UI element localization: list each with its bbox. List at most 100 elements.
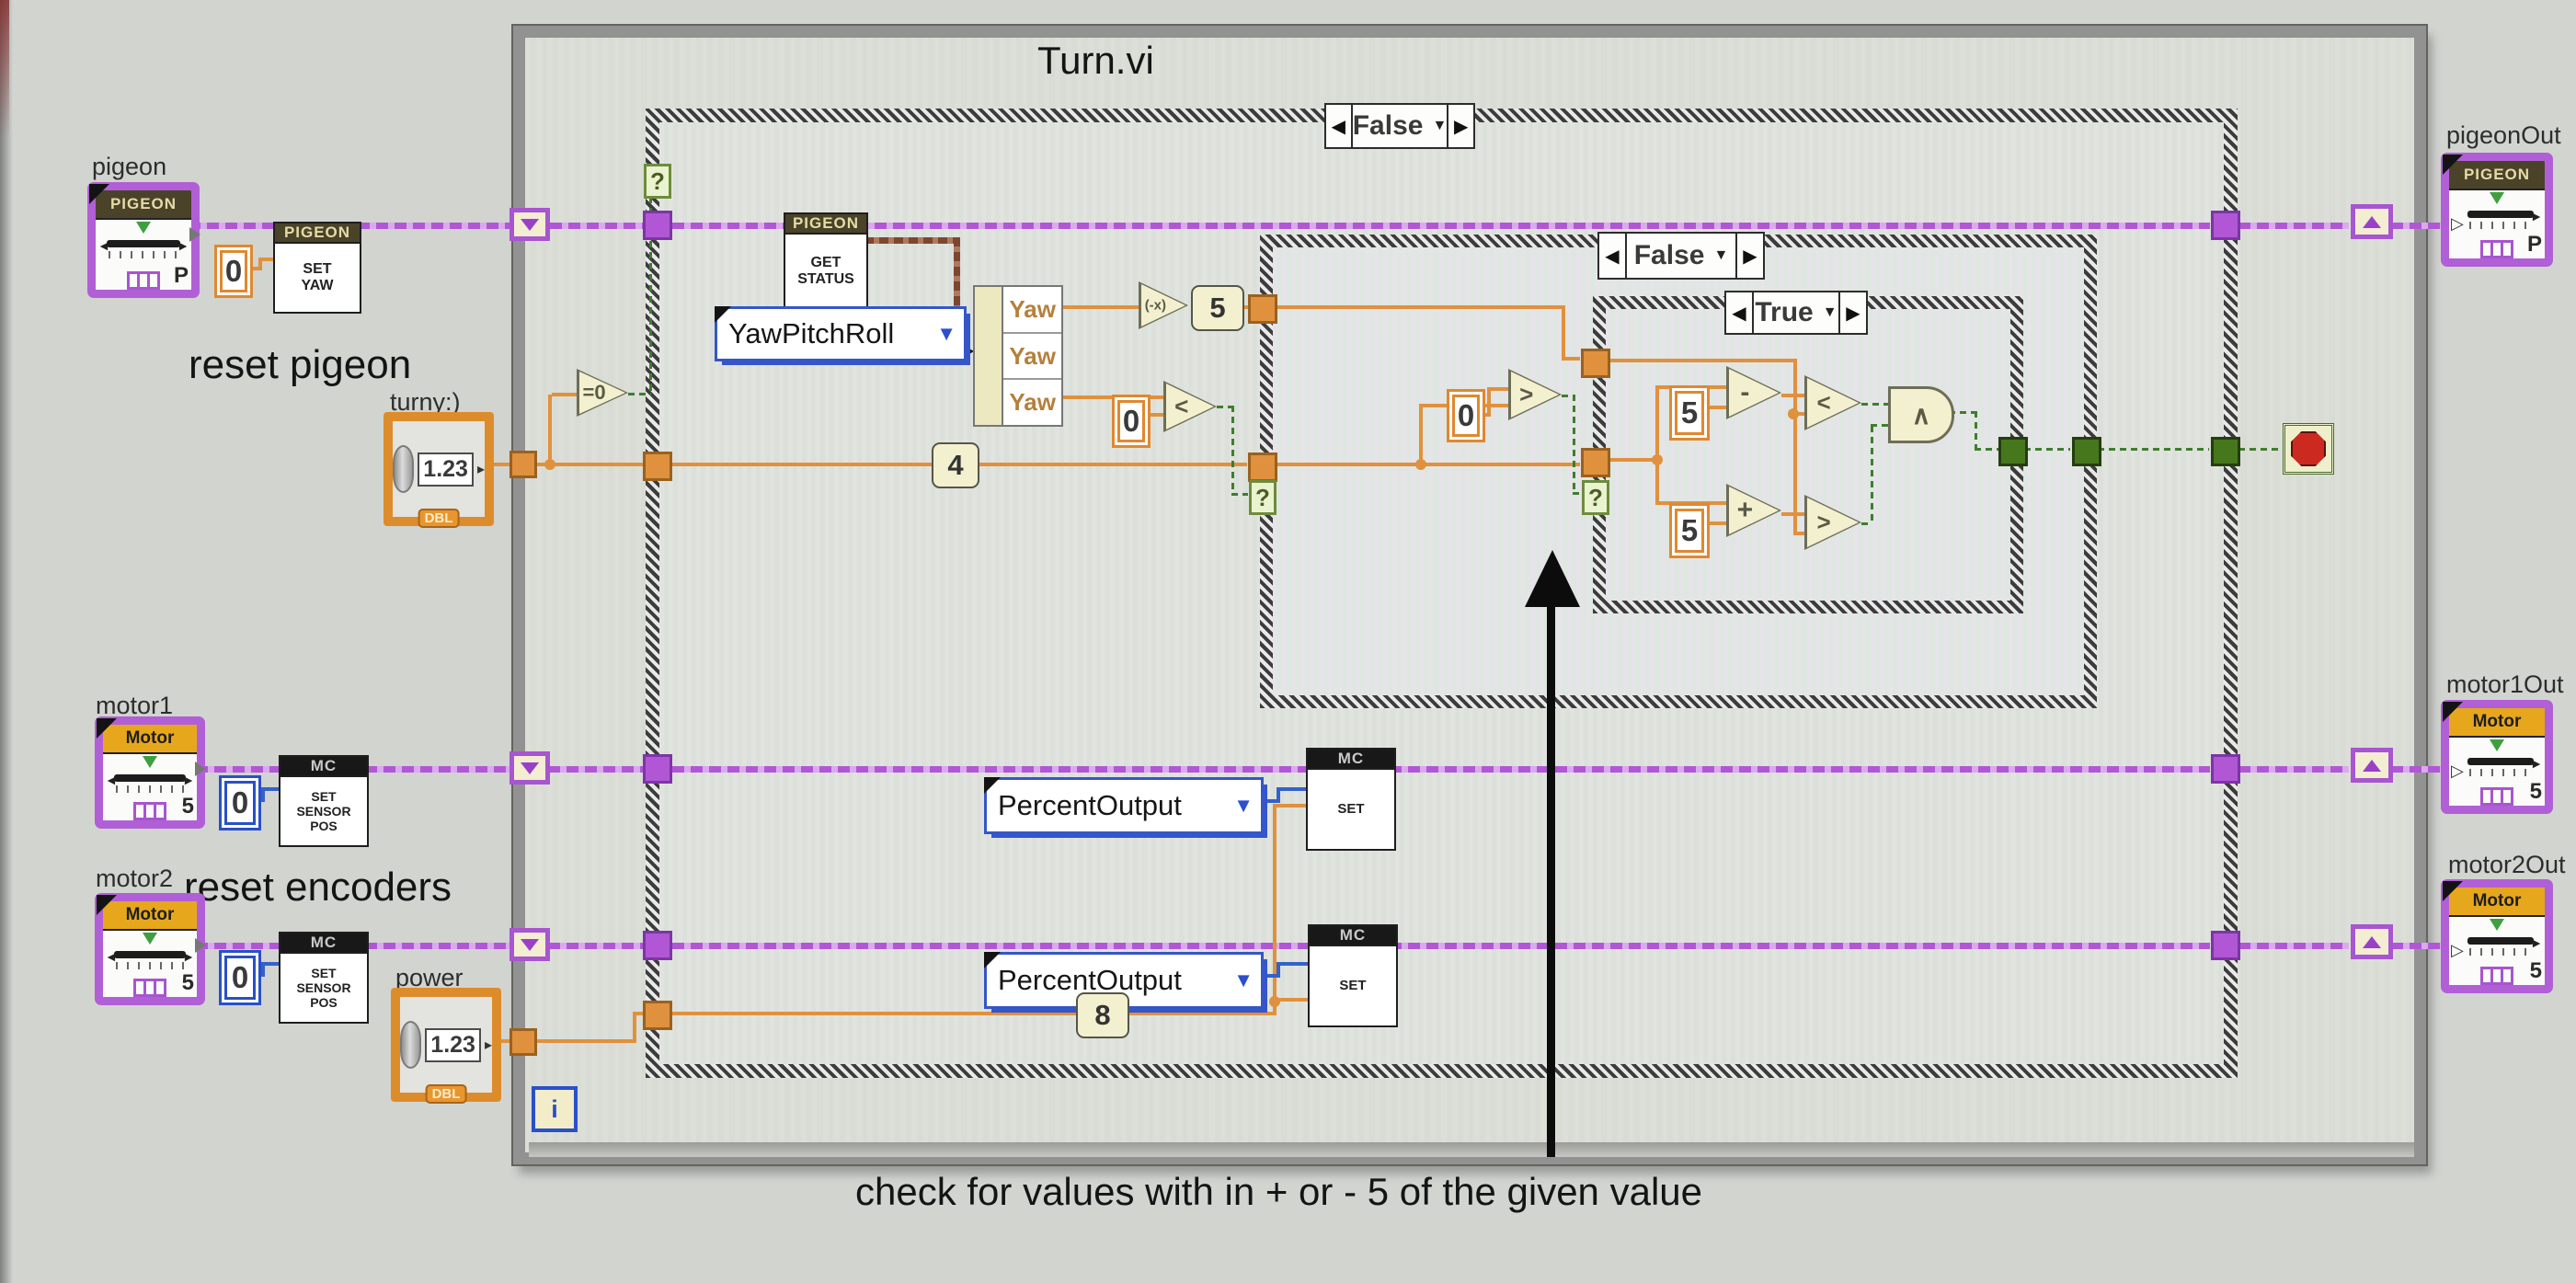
- loop-tunnel-out[interactable]: [2351, 924, 2393, 959]
- five-constant[interactable]: 5: [1669, 385, 1710, 441]
- four-constant[interactable]: 4: [932, 442, 979, 488]
- motor1-control-terminal[interactable]: Motor ◄► 5: [95, 716, 206, 829]
- yaw-mode-enum[interactable]: YawPitchRoll ▼: [715, 306, 967, 361]
- pigeonout-indicator-terminal[interactable]: PIGEON ▷ ► P: [2441, 153, 2553, 267]
- motor2-control-terminal[interactable]: Motor ◄► 5: [95, 893, 206, 1005]
- case-tunnel[interactable]: [2211, 211, 2240, 240]
- case-selector-terminal[interactable]: ?: [1249, 480, 1277, 515]
- slider-icon: ◄► 5: [103, 754, 197, 820]
- motor2out-indicator-terminal[interactable]: Motor ▷ ► 5: [2441, 879, 2553, 993]
- case-tunnel[interactable]: [643, 211, 672, 240]
- case-prev-icon[interactable]: ◀: [1326, 105, 1353, 147]
- case-next-icon[interactable]: ▶: [1838, 292, 1866, 333]
- eight-constant[interactable]: 8: [1076, 992, 1129, 1038]
- status-cluster-wire: [954, 237, 960, 349]
- const-wire: [1480, 413, 1491, 417]
- case-selector-middle[interactable]: ◀ False▼ ▶: [1597, 232, 1765, 280]
- power-control[interactable]: 1.23 ▸ DBL: [391, 988, 501, 1104]
- pigeon-wire: [672, 223, 2210, 229]
- zero-constant[interactable]: 0: [219, 950, 261, 1005]
- case-structure-inner[interactable]: [1593, 296, 2023, 613]
- mc-set-sensor-pos-node[interactable]: MC SET SENSOR POS: [279, 932, 369, 1024]
- case-tunnel[interactable]: [1998, 437, 2028, 466]
- zero-constant[interactable]: 0: [1447, 389, 1485, 442]
- zero-wire: [261, 964, 265, 977]
- turny-wire: [1655, 385, 1659, 462]
- chevron-down-icon[interactable]: ▼: [1432, 118, 1448, 133]
- pigeon-get-status-node[interactable]: PIGEON GET STATUS: [784, 212, 868, 310]
- less-than-node[interactable]: <: [1804, 375, 1861, 430]
- loop-stop-terminal[interactable]: [2283, 423, 2334, 475]
- case-tunnel[interactable]: [2072, 437, 2101, 466]
- loop-tunnel-in[interactable]: [509, 208, 550, 241]
- greater-than-node[interactable]: >: [1508, 369, 1562, 420]
- output-mode-enum-2[interactable]: PercentOutput ▼: [984, 952, 1264, 1009]
- case-next-icon[interactable]: ▶: [1447, 105, 1473, 147]
- case-tunnel[interactable]: [643, 452, 672, 481]
- const-wire: [1704, 406, 1726, 409]
- chevron-down-icon[interactable]: ▼: [1713, 247, 1729, 263]
- and-node[interactable]: ∧: [1888, 386, 1954, 443]
- subtract-node[interactable]: -: [1726, 366, 1781, 419]
- loop-tunnel-in[interactable]: [509, 451, 537, 478]
- dropdown-arrow-icon[interactable]: ▼: [1233, 968, 1254, 991]
- pigeon-set-yaw-node[interactable]: PIGEON SET YAW: [273, 222, 361, 314]
- loop-tunnel-out[interactable]: [2351, 204, 2393, 239]
- output-mode-enum-1[interactable]: PercentOutput ▼: [984, 777, 1264, 834]
- motor1-wire: [2391, 766, 2443, 773]
- yaw-wire: [1795, 412, 1804, 416]
- case-tunnel[interactable]: [1248, 452, 1277, 482]
- less-than-node[interactable]: <: [1163, 381, 1217, 432]
- case-tunnel[interactable]: [1581, 349, 1610, 378]
- motor1out-indicator-terminal[interactable]: Motor ▷ ► 5: [2441, 700, 2553, 814]
- dropdown-arrow-icon[interactable]: ▼: [936, 322, 956, 345]
- yaw-wire: [1276, 305, 1565, 309]
- case-tunnel[interactable]: [643, 1001, 672, 1030]
- increment-icon[interactable]: ▸: [484, 1037, 492, 1053]
- case-tunnel[interactable]: [643, 754, 672, 784]
- loop-tunnel-in[interactable]: [509, 928, 550, 961]
- add-node[interactable]: +: [1726, 484, 1781, 537]
- chevron-down-icon[interactable]: ▼: [1822, 304, 1838, 320]
- case-selector-terminal[interactable]: ?: [1582, 480, 1609, 515]
- case-selector-outer[interactable]: ◀ False▼ ▶: [1324, 103, 1475, 149]
- motor2-wire: [672, 943, 2210, 949]
- loop-tunnel-in[interactable]: [509, 751, 550, 785]
- case-tunnel[interactable]: [2211, 437, 2240, 466]
- equal-zero-node[interactable]: =0: [577, 369, 628, 417]
- status-cluster-wire: [864, 237, 960, 244]
- case-prev-icon[interactable]: ◀: [1599, 234, 1627, 278]
- unbundle-field-yaw[interactable]: Yaw: [1003, 334, 1061, 381]
- pigeon-control-terminal[interactable]: PIGEON ◄► P: [87, 182, 200, 298]
- increment-icon[interactable]: ▸: [476, 462, 485, 477]
- mc-set-sensor-pos-node[interactable]: MC SET SENSOR POS: [279, 755, 369, 847]
- case-tunnel[interactable]: [2211, 931, 2240, 960]
- negate-node[interactable]: (-x): [1139, 281, 1188, 329]
- bool-wire: [1217, 406, 1233, 408]
- turny-control[interactable]: 1.23 ▸ DBL: [384, 412, 494, 528]
- dropdown-arrow-icon[interactable]: ▼: [1233, 794, 1254, 817]
- loop-tunnel-out[interactable]: [2351, 748, 2393, 783]
- loop-iteration-terminal[interactable]: i: [532, 1086, 578, 1132]
- five-constant[interactable]: 5: [1669, 503, 1710, 558]
- case-tunnel[interactable]: [1248, 294, 1277, 324]
- case-selector-terminal[interactable]: ?: [644, 164, 671, 199]
- zero-constant[interactable]: 0: [219, 775, 261, 831]
- case-tunnel[interactable]: [2211, 754, 2240, 784]
- case-tunnel[interactable]: [1581, 448, 1610, 477]
- greater-than-node[interactable]: >: [1804, 495, 1861, 550]
- mc-set-node[interactable]: MC SET: [1308, 924, 1398, 1027]
- zero-constant[interactable]: 0: [1112, 395, 1151, 448]
- case-next-icon[interactable]: ▶: [1735, 234, 1763, 278]
- mc-set-node[interactable]: MC SET: [1306, 748, 1396, 851]
- unbundle-field-yaw[interactable]: Yaw: [1003, 287, 1061, 334]
- unbundle-node[interactable]: Yaw Yaw Yaw: [973, 285, 1063, 427]
- unbundle-field-yaw[interactable]: Yaw: [1009, 388, 1056, 417]
- case-prev-icon[interactable]: ◀: [1726, 292, 1754, 333]
- pigeon-zero-constant[interactable]: 0: [214, 245, 253, 298]
- five-constant[interactable]: 5: [1191, 285, 1244, 331]
- bool-wire: [1231, 493, 1248, 496]
- case-selector-inner[interactable]: ◀ True▼ ▶: [1724, 291, 1868, 335]
- case-tunnel[interactable]: [643, 931, 672, 960]
- loop-tunnel-in[interactable]: [509, 1028, 537, 1056]
